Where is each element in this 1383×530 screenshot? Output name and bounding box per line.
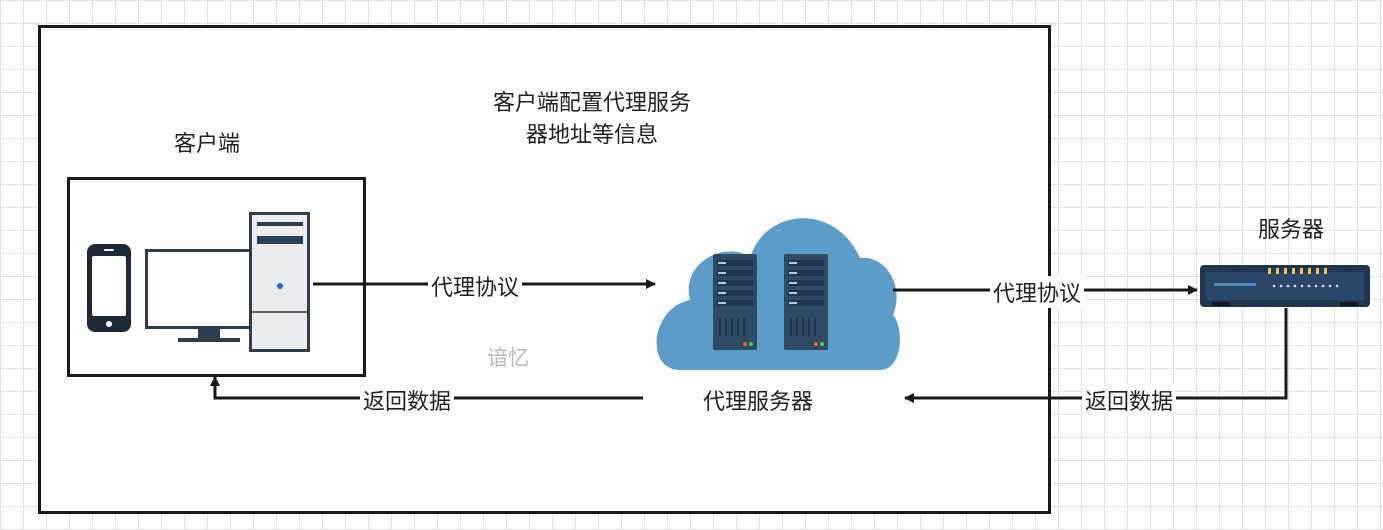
phone-icon	[87, 244, 131, 332]
watermark-text: 谙忆	[487, 346, 529, 370]
server-device-icon	[1200, 265, 1370, 307]
edge-label-proxy-to-client: 返回数据	[360, 384, 455, 416]
cloud-icon	[656, 218, 900, 370]
edge-label-client-to-proxy: 代理协议	[428, 270, 523, 302]
proxy-label: 代理服务器	[703, 390, 814, 415]
config-note: 客户端配置代理服务 器地址等信息	[452, 88, 732, 152]
config-note-line1: 客户端配置代理服务	[492, 91, 691, 116]
server-rack-icon	[784, 254, 828, 350]
server-rack-icon	[713, 254, 757, 350]
arrow-server-to-proxy	[904, 308, 1288, 403]
config-note-line2: 器地址等信息	[525, 123, 658, 148]
edge-label-server-to-proxy: 返回数据	[1082, 384, 1177, 416]
client-label: 客户端	[174, 132, 241, 157]
arrow-proxy-to-client	[210, 376, 643, 400]
server-label: 服务器	[1258, 218, 1325, 243]
pc-tower-icon	[249, 212, 310, 352]
edge-label-proxy-to-server: 代理协议	[990, 276, 1085, 308]
